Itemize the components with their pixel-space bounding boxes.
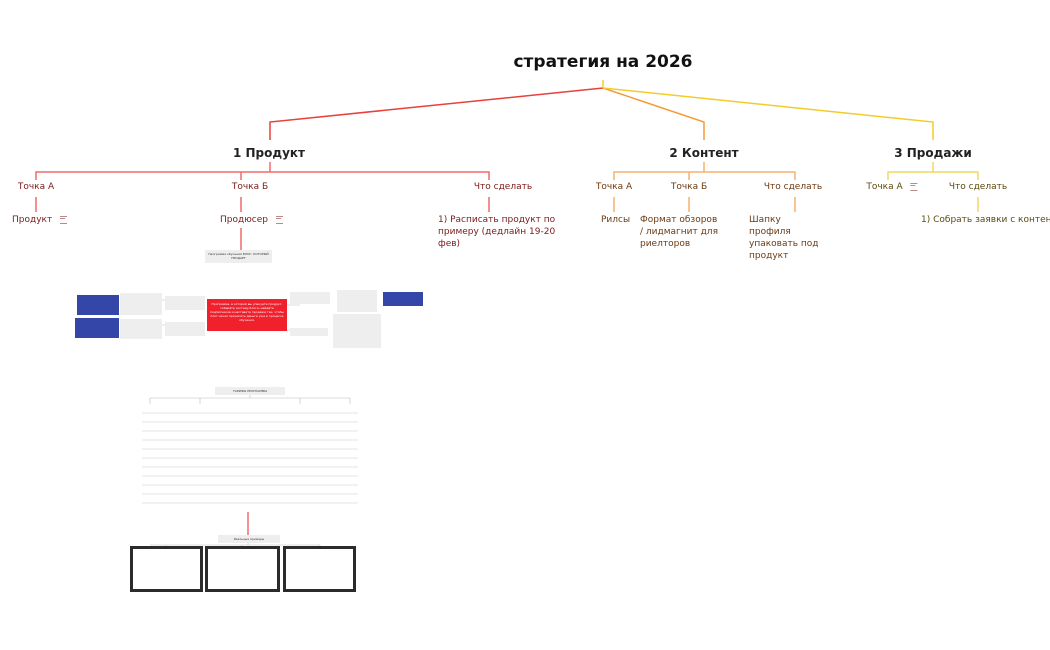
product-node-label: Продукт [12,215,53,225]
branch-content[interactable]: 2 Контент [669,146,739,160]
grey-node [333,314,381,348]
producer-node[interactable]: Продюсер [220,214,283,226]
product-todo-item[interactable]: 1) Расписать продукт по примеру (дедлайн… [438,215,556,249]
reels-node[interactable]: Рилсы [601,215,631,225]
content-point-b[interactable]: Точка Б [670,182,708,192]
blue-note [77,295,119,315]
example-image-1[interactable] [130,546,203,592]
blue-note [75,318,119,338]
grey-node [290,328,328,336]
embedded-mindmap-image[interactable]: Программа, в которой вы упакуете продукт… [75,288,425,350]
grey-node [290,292,330,304]
product-point-b[interactable]: Точка Б [231,182,269,192]
program-attachment[interactable]: Программа обучения БЛОГ, КОТОРЫЙ ПРОДАЕТ [205,250,272,263]
collect-leads-node[interactable]: 1) Собрать заявки с контента [921,215,1050,225]
tariff-columns [142,405,358,505]
sales-todo[interactable]: Что сделать [948,182,1008,192]
profile-header-node[interactable]: Шапку профиля упаковать под продукт [749,215,819,261]
note-icon[interactable] [910,182,918,191]
map-title[interactable]: стратегия на 2026 [513,52,693,72]
tariffs-image[interactable]: ТАРИФЫ ПРОГРАММЫ [140,383,360,513]
product-todo[interactable]: Что сделать [473,182,533,192]
product-node[interactable]: Продукт [12,214,68,226]
mindmap-center-node: Программа, в которой вы упакуете продукт… [207,299,287,331]
sales-point-a-label: Точка А [866,182,903,192]
examples-title[interactable]: Реальные примеры [218,535,280,543]
branch-product[interactable]: 1 Продукт [232,146,306,160]
producer-node-label: Продюсер [220,215,268,225]
grey-node [165,296,205,310]
product-point-a[interactable]: Точка А [17,182,55,192]
review-format-node[interactable]: Формат обзоров / лидмагнит для риелторов [640,215,718,249]
note-icon[interactable] [60,215,68,224]
grey-node [120,293,162,315]
branch-sales[interactable]: 3 Продажи [894,146,972,160]
tariffs-title: ТАРИФЫ ПРОГРАММЫ [215,387,285,395]
note-icon[interactable] [275,215,283,224]
example-image-3[interactable] [283,546,356,592]
content-point-a[interactable]: Точка А [595,182,633,192]
grey-node [165,322,205,336]
blue-note [383,292,423,306]
content-todo[interactable]: Что сделать [763,182,823,192]
sales-point-a[interactable]: Точка А [866,182,918,192]
grey-node [337,290,377,312]
example-image-2[interactable] [205,546,280,592]
grey-node [120,319,162,339]
